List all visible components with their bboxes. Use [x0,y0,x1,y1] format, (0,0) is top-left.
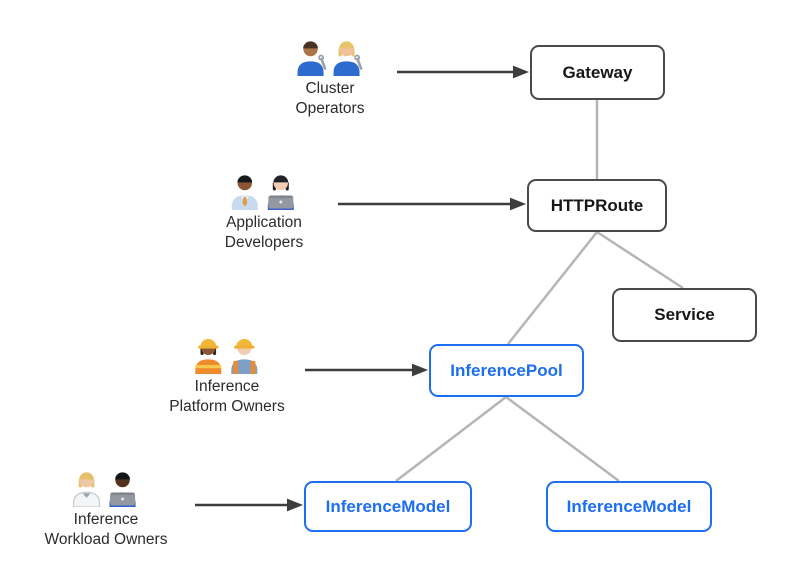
inference-platform-owners-icon [194,339,257,374]
persona-application-developers: Application Developers [225,170,303,252]
edge-inferencepool-inferencemodel-left [395,396,507,482]
node-gateway: Gateway [530,45,665,100]
persona-label-line: Developers [224,233,304,251]
edge-inferencepool-inferencemodel-right [505,395,620,483]
cluster-operators-icon [297,41,363,76]
node-httproute-label: HTTPRoute [550,195,644,215]
persona-label-line: Platform Owners [169,397,285,415]
persona-cluster-operators: Cluster Operators [295,36,365,118]
persona-label-line: Cluster [305,80,355,97]
node-inferencemodel-left-label: InferenceModel [325,496,451,516]
persona-label-line: Inference [194,378,260,395]
edge-httproute-service [596,230,684,290]
node-inferencemodel-right-label: InferenceModel [566,496,692,516]
edge-httproute-inferencepool [507,231,598,345]
node-inferencemodel-right: InferenceModel [546,481,712,532]
node-inferencemodel-left: InferenceModel [304,481,472,532]
node-httproute: HTTPRoute [527,179,667,232]
node-inferencepool-label: InferencePool [450,360,563,380]
persona-label-line: Operators [295,99,365,117]
inference-workload-owners-icon [73,472,136,507]
persona-label-line: Application [226,214,302,231]
node-gateway-label: Gateway [562,62,633,82]
persona-label-line: Inference [73,511,139,528]
persona-label-line: Workload Owners [44,530,168,548]
node-inferencepool: InferencePool [429,344,584,397]
persona-inference-workload-owners: Inference Workload Owners [44,467,168,549]
node-service: Service [612,288,757,342]
arrow-cluster-operators-gateway [397,65,529,79]
persona-inference-platform-owners: Inference Platform Owners [169,334,285,416]
arrow-platform-owners-inferencepool [305,363,428,377]
arrow-application-developers-httproute [338,197,526,211]
application-developers-icon [232,175,294,210]
node-service-label: Service [654,305,715,324]
arrow-workload-owners-inferencemodel [195,498,303,512]
